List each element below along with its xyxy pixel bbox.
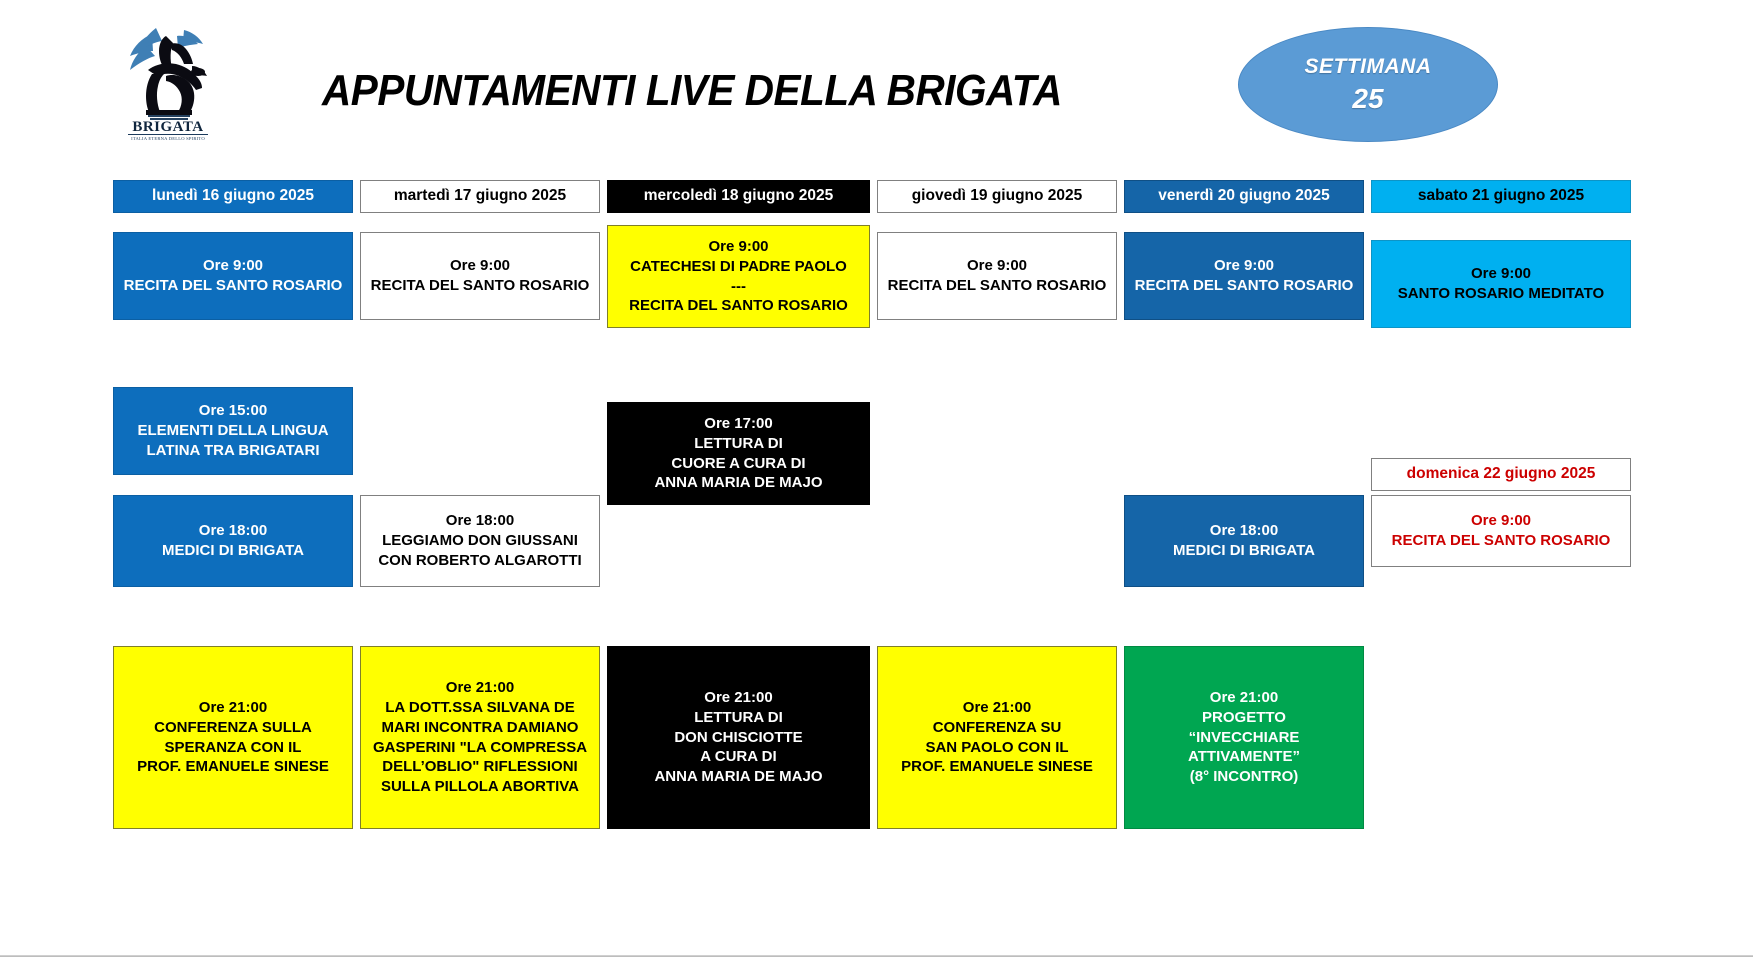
event-wednesday-night: Ore 21:00 LETTURA DI DON CHISCIOTTE A CU… xyxy=(607,646,870,829)
day-header-label: venerdì 20 giugno 2025 xyxy=(1158,187,1330,205)
brigata-logo: BRIGATA ITALIA ETERNA DELLO SPIRITO xyxy=(122,26,214,144)
event-title: RECITA DEL SANTO ROSARIO xyxy=(887,277,1107,294)
event-title-line3: GASPERINI "LA COMPRESSA xyxy=(372,738,588,756)
day-header-label: sabato 21 giugno 2025 xyxy=(1417,187,1585,205)
day-header-label: martedì 17 giugno 2025 xyxy=(393,187,567,205)
footer-bar xyxy=(0,956,1753,971)
event-time: Ore 17:00 xyxy=(704,414,773,432)
event-title: MEDICI DI BRIGATA xyxy=(162,542,304,559)
event-title: CATECHESI DI PADRE PAOLO xyxy=(630,257,847,275)
day-header-tuesday: martedì 17 giugno 2025 xyxy=(360,180,600,213)
event-title-line2: CUORE A CURA DI xyxy=(671,454,806,472)
event-monday-evening: Ore 18:00 MEDICI DI BRIGATA xyxy=(113,495,353,587)
event-title: LA DOTT.SSA SILVANA DE xyxy=(385,698,575,716)
logo-divider xyxy=(128,134,208,135)
day-header-label: lunedì 16 giugno 2025 xyxy=(152,187,314,205)
day-header-friday: venerdì 20 giugno 2025 xyxy=(1124,180,1364,213)
event-title-line4: ANNA MARIA DE MAJO xyxy=(654,768,823,786)
week-number-badge: SETTIMANA 25 xyxy=(1238,27,1498,142)
event-time: Ore 21:00 xyxy=(445,678,515,696)
page-title: APPUNTAMENTI LIVE DELLA BRIGATA xyxy=(322,66,1062,115)
event-title-secondary: RECITA DEL SANTO ROSARIO xyxy=(629,297,848,315)
schedule-grid: lunedì 16 giugno 2025 martedì 17 giugno … xyxy=(113,180,1643,930)
event-title: LEGGIAMO DON GIUSSANI xyxy=(382,532,578,550)
event-monday-night: Ore 21:00 CONFERENZA SULLA SPERANZA CON … xyxy=(113,646,353,829)
event-title: CONFERENZA SU xyxy=(932,718,1062,736)
day-header-wednesday: mercoledì 18 giugno 2025 xyxy=(607,180,870,213)
event-thursday-night: Ore 21:00 CONFERENZA SU SAN PAOLO CON IL… xyxy=(877,646,1117,829)
event-title-line4: DELL’OBLIO" RIFLESSIONI xyxy=(382,758,578,776)
event-title: RECITA DEL SANTO ROSARIO xyxy=(370,277,590,294)
event-time: Ore 18:00 xyxy=(445,512,515,530)
event-title: PROGETTO xyxy=(1202,708,1286,726)
event-thursday-morning: Ore 9:00 RECITA DEL SANTO ROSARIO xyxy=(877,232,1117,320)
event-title: RECITA DEL SANTO ROSARIO xyxy=(1391,532,1611,549)
event-wednesday-morning: Ore 9:00 CATECHESI DI PADRE PAOLO --- RE… xyxy=(607,225,870,328)
day-header-label: giovedì 19 giugno 2025 xyxy=(911,187,1083,205)
event-title-line2: LATINA TRA BRIGATARI xyxy=(146,441,320,459)
event-time: Ore 9:00 xyxy=(1470,512,1532,530)
event-time: Ore 9:00 xyxy=(708,237,769,255)
event-title-line3: ATTIVAMENTE” xyxy=(1188,748,1300,766)
event-sunday-morning: Ore 9:00 RECITA DEL SANTO ROSARIO xyxy=(1371,495,1631,567)
event-title: SANTO ROSARIO MEDITATO xyxy=(1397,285,1605,302)
event-time: Ore 18:00 xyxy=(198,522,268,540)
event-time: Ore 18:00 xyxy=(1209,522,1279,540)
event-time: Ore 21:00 xyxy=(198,698,268,716)
event-title-line3: PROF. EMANUELE SINESE xyxy=(137,758,329,776)
event-separator: --- xyxy=(731,277,746,295)
event-title: CONFERENZA SULLA xyxy=(154,718,312,736)
event-tuesday-night: Ore 21:00 LA DOTT.SSA SILVANA DE MARI IN… xyxy=(360,646,600,829)
event-title-line2: MARI INCONTRA DAMIANO xyxy=(381,718,579,736)
event-time: Ore 21:00 xyxy=(1209,688,1279,706)
event-title: LETTURA DI xyxy=(694,434,783,452)
event-friday-morning: Ore 9:00 RECITA DEL SANTO ROSARIO xyxy=(1124,232,1364,320)
logo-wordmark: BRIGATA xyxy=(132,119,204,135)
event-friday-night: Ore 21:00 PROGETTO “INVECCHIARE ATTIVAME… xyxy=(1124,646,1364,829)
event-time: Ore 15:00 xyxy=(198,402,268,420)
event-title-line3: A CURA DI xyxy=(700,748,777,766)
event-title-line2: SAN PAOLO CON IL xyxy=(925,738,1069,756)
day-header-label: domenica 22 giugno 2025 xyxy=(1406,465,1596,483)
event-time: Ore 9:00 xyxy=(449,257,511,275)
event-monday-afternoon: Ore 15:00 ELEMENTI DELLA LINGUA LATINA T… xyxy=(113,387,353,475)
day-header-thursday: giovedì 19 giugno 2025 xyxy=(877,180,1117,213)
event-tuesday-morning: Ore 9:00 RECITA DEL SANTO ROSARIO xyxy=(360,232,600,320)
event-title-line5: SULLA PILLOLA ABORTIVA xyxy=(380,778,580,796)
event-friday-evening: Ore 18:00 MEDICI DI BRIGATA xyxy=(1124,495,1364,587)
event-title: RECITA DEL SANTO ROSARIO xyxy=(1134,277,1354,294)
day-header-saturday: sabato 21 giugno 2025 xyxy=(1371,180,1631,213)
winged-knight-on-horse-logo-icon xyxy=(130,28,207,120)
day-header-monday: lunedì 16 giugno 2025 xyxy=(113,180,353,213)
event-title: LETTURA DI xyxy=(694,708,783,726)
event-wednesday-afternoon: Ore 17:00 LETTURA DI CUORE A CURA DI ANN… xyxy=(607,402,870,505)
page-header: BRIGATA ITALIA ETERNA DELLO SPIRITO APPU… xyxy=(0,0,1753,170)
event-tuesday-evening: Ore 18:00 LEGGIAMO DON GIUSSANI CON ROBE… xyxy=(360,495,600,587)
event-title: ELEMENTI DELLA LINGUA xyxy=(137,422,329,440)
event-saturday-morning: Ore 9:00 SANTO ROSARIO MEDITATO xyxy=(1371,240,1631,328)
event-time: Ore 21:00 xyxy=(962,698,1032,716)
event-title-line3: PROF. EMANUELE SINESE xyxy=(901,758,1093,776)
event-monday-morning: Ore 9:00 RECITA DEL SANTO ROSARIO xyxy=(113,232,353,320)
event-title-line2: “INVECCHIARE xyxy=(1188,728,1300,746)
day-header-label: mercoledì 18 giugno 2025 xyxy=(643,187,834,205)
event-title-line2: CON ROBERTO ALGAROTTI xyxy=(378,551,582,569)
event-time: Ore 21:00 xyxy=(704,688,773,706)
event-time: Ore 9:00 xyxy=(1470,265,1532,283)
event-title-line3: ANNA MARIA DE MAJO xyxy=(654,474,823,492)
event-title-line2: DON CHISCIOTTE xyxy=(674,728,803,746)
event-title-line2: SPERANZA CON IL xyxy=(164,738,302,756)
event-title: RECITA DEL SANTO ROSARIO xyxy=(123,277,343,294)
event-title-line4: (8° INCONTRO) xyxy=(1189,768,1299,786)
week-label: SETTIMANA xyxy=(1304,54,1432,78)
event-time: Ore 9:00 xyxy=(966,257,1028,275)
event-time: Ore 9:00 xyxy=(202,257,264,275)
event-time: Ore 9:00 xyxy=(1213,257,1275,275)
week-number: 25 xyxy=(1352,82,1384,114)
logo-subtitle: ITALIA ETERNA DELLO SPIRITO xyxy=(131,136,205,141)
day-header-sunday: domenica 22 giugno 2025 xyxy=(1371,458,1631,491)
event-title: MEDICI DI BRIGATA xyxy=(1173,542,1315,559)
